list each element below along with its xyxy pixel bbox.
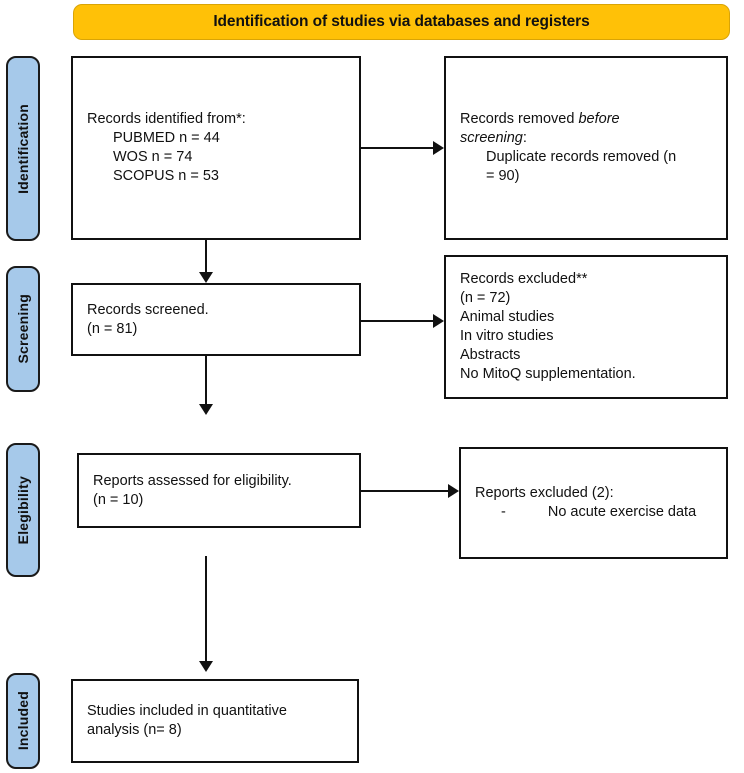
connector-assessed-to-included-line — [205, 556, 207, 666]
records-excluded-line-1: Records excluded** — [460, 271, 588, 288]
stage-label-screening: Screening — [6, 266, 40, 392]
records-screened-line-2: (n = 81) — [87, 320, 138, 337]
connector-identified-to-removed-arrow — [433, 141, 444, 155]
connector-identified-to-screened-arrow — [199, 272, 213, 283]
box-reports-assessed-body: Reports assessed for eligibility. (n = 1… — [79, 472, 359, 510]
stage-label-screening-text: Screening — [15, 294, 31, 364]
connector-assessed-to-excluded-line — [361, 490, 448, 492]
records-removed-line-1-b: before — [578, 111, 620, 128]
studies-included-line-2: analysis (n= 8) — [87, 722, 182, 738]
stage-label-included-text: Included — [15, 691, 31, 751]
reports-excluded-bullet: - — [501, 504, 506, 520]
records-screened-line-1: Records screened. — [87, 301, 209, 318]
box-reports-assessed: Reports assessed for eligibility. (n = 1… — [77, 453, 361, 528]
stage-label-identification: Identification — [6, 56, 40, 241]
records-removed-line-1-a: Records removed — [460, 111, 579, 128]
reports-assessed-line-1: Reports assessed for eligibility. — [93, 472, 292, 489]
stage-label-included: Included — [6, 673, 40, 769]
connector-assessed-to-excluded-arrow — [448, 484, 459, 498]
reports-excluded-line-1: Reports excluded (2): — [475, 485, 614, 502]
stage-label-eligibility-text: Elegibility — [15, 475, 31, 545]
reports-excluded-line-2-text: No acute exercise data — [547, 504, 697, 520]
connector-identified-to-removed-line — [361, 147, 433, 149]
diagram-header-title: Identification of studies via databases … — [213, 13, 590, 30]
reports-assessed-line-2: (n = 10) — [93, 491, 144, 508]
records-identified-line-2: PUBMED n = 44 — [113, 130, 220, 147]
box-records-excluded-body: Records excluded** (n = 72) Animal studi… — [446, 270, 726, 383]
box-reports-excluded: Reports excluded (2): - No acute exercise… — [459, 447, 728, 559]
connector-screened-to-excluded-arrow — [433, 314, 444, 328]
stage-label-identification-text: Identification — [15, 103, 31, 194]
records-removed-line-3: Duplicate records removed (n — [486, 149, 677, 165]
records-excluded-line-2: (n = 72) — [460, 290, 511, 307]
box-records-identified-body: Records identified from*: PUBMED n = 44 … — [73, 110, 359, 185]
connector-screened-to-assessed-line — [205, 356, 207, 409]
records-excluded-line-3: Animal studies — [460, 309, 555, 326]
box-records-screened: Records screened. (n = 81) — [71, 283, 361, 356]
records-excluded-line-4: In vitro studies — [460, 328, 554, 344]
box-reports-excluded-body: Reports excluded (2): - No acute exercise… — [461, 484, 726, 522]
connector-screened-to-excluded-line — [361, 320, 433, 322]
records-removed-line-1: Records removed before — [460, 110, 712, 129]
records-identified-line-4: SCOPUS n = 53 — [113, 167, 219, 184]
records-removed-line-2: screening: — [460, 129, 712, 148]
box-records-excluded: Records excluded** (n = 72) Animal studi… — [444, 255, 728, 399]
diagram-header-banner: Identification of studies via databases … — [73, 4, 730, 40]
stage-label-eligibility: Elegibility — [6, 443, 40, 577]
box-records-removed-body: Records removed before screening: Duplic… — [446, 110, 726, 185]
connector-screened-to-assessed-arrow — [199, 404, 213, 415]
studies-included-line-1: Studies included in quantitative — [87, 703, 287, 720]
box-studies-included-body: Studies included in quantitative analysi… — [73, 702, 357, 740]
records-identified-line-1: Records identified from*: — [87, 111, 246, 128]
box-records-identified: Records identified from*: PUBMED n = 44 … — [71, 56, 361, 240]
records-excluded-line-6: No MitoQ supplementation. — [460, 365, 636, 382]
box-records-removed: Records removed before screening: Duplic… — [444, 56, 728, 240]
box-studies-included: Studies included in quantitative analysi… — [71, 679, 359, 763]
connector-identified-to-screened-line — [205, 240, 207, 277]
reports-excluded-line-2: - No acute exercise data — [475, 503, 712, 522]
records-removed-line-4: = 90) — [486, 167, 520, 184]
records-identified-line-3: WOS n = 74 — [113, 149, 193, 165]
connector-assessed-to-included-arrow — [199, 661, 213, 672]
box-records-screened-body: Records screened. (n = 81) — [73, 301, 359, 339]
records-removed-line-2-b: : — [522, 130, 527, 147]
records-removed-line-2-a: screening — [460, 130, 523, 147]
records-excluded-line-5: Abstracts — [460, 346, 521, 363]
